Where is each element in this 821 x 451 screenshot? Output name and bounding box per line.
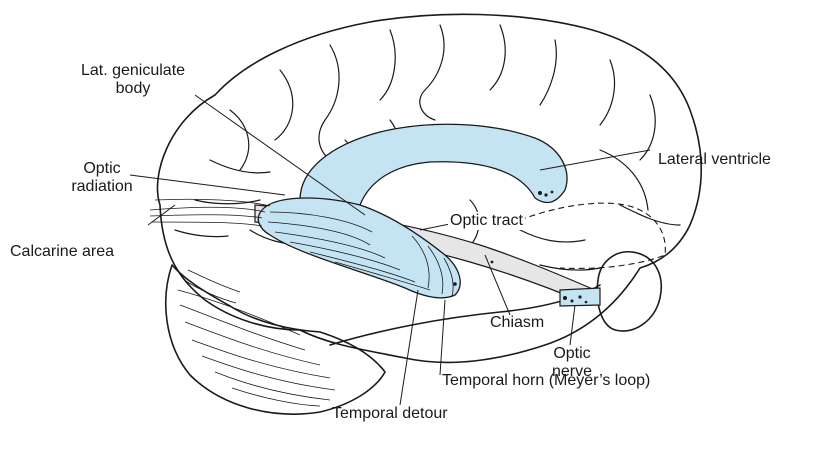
label-chiasm: Chiasm <box>490 314 544 332</box>
label-optic-tract: Optic tract <box>448 212 525 230</box>
label-optic-nerve-line1: Optic <box>540 345 604 363</box>
label-optic-radiation-line2: radiation <box>62 178 142 196</box>
lateral-ventricle <box>300 124 567 205</box>
label-temporal-horn: Temporal horn (Meyer’s loop) <box>442 372 650 390</box>
label-lateral-ventricle: Lateral ventricle <box>658 151 771 169</box>
label-optic-radiation: Optic radiation <box>62 160 142 196</box>
label-optic-radiation-line1: Optic <box>62 160 142 178</box>
label-lat-geniculate-line1: Lat. geniculate <box>58 62 208 80</box>
label-calcarine-area: Calcarine area <box>10 243 114 261</box>
label-lat-geniculate-line2: body <box>58 80 208 98</box>
label-lat-geniculate: Lat. geniculate body <box>58 62 208 98</box>
cerebellum-outline <box>166 265 385 414</box>
dashed-outline <box>520 203 665 268</box>
label-temporal-detour: Temporal detour <box>332 405 448 423</box>
